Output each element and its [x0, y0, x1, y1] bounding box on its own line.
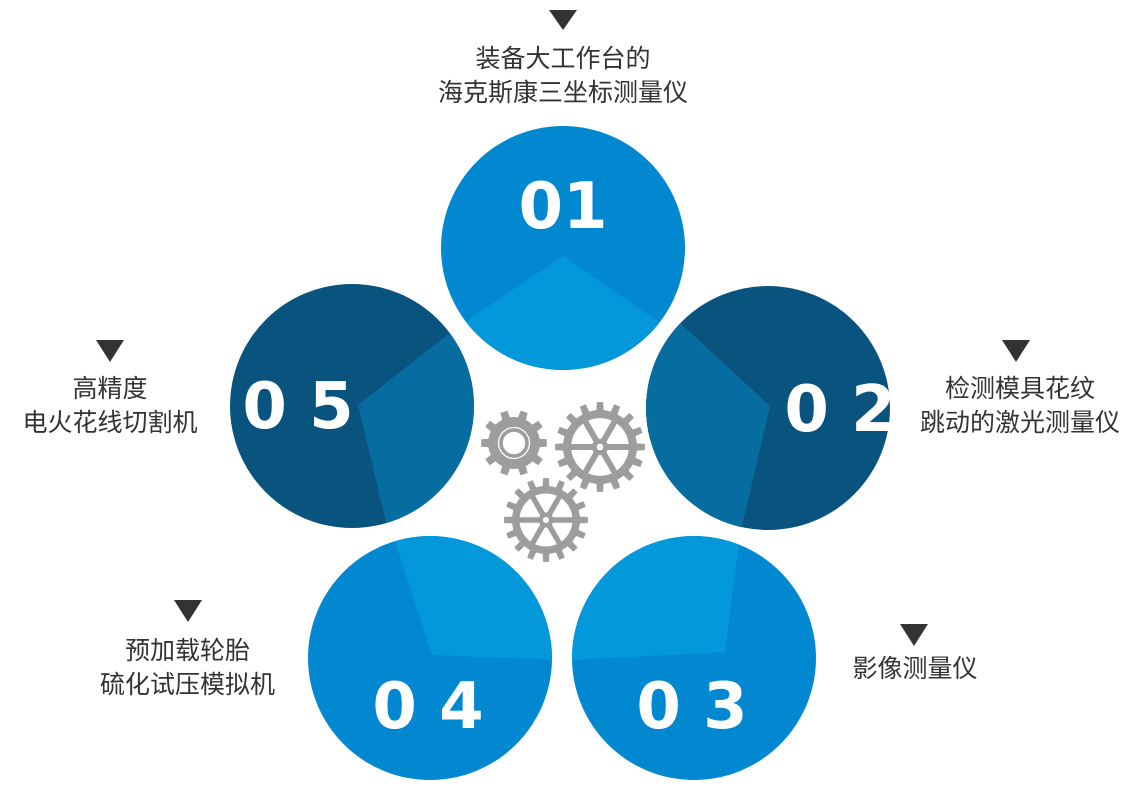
node-01: 01 — [441, 126, 685, 370]
node-03-label: 影像测量仪 — [820, 652, 1010, 686]
node-02-label-line-2: 跳动的激光测量仪 — [919, 408, 1120, 437]
node-03-label-line-1: 影像测量仪 — [852, 654, 978, 683]
node-04: 0 4 — [308, 536, 552, 780]
node-05-label: 高精度 电火花线切割机 — [10, 372, 210, 440]
triangle-down-icon — [900, 624, 928, 646]
node-01-label-line-2: 海克斯康三坐标测量仪 — [437, 78, 688, 107]
node-05-label-line-2: 电火花线切割机 — [22, 408, 198, 437]
node-02-label-line-1: 检测模具花纹 — [944, 374, 1095, 403]
node-02: 0 2 — [646, 286, 896, 530]
node-02-label: 检测模具花纹 跳动的激光测量仪 — [910, 372, 1130, 440]
node-01-number: 01 — [518, 170, 607, 244]
node-01-label-line-1: 装备大工作台的 — [475, 44, 651, 73]
node-04-number: 0 4 — [372, 670, 483, 744]
gear-axle — [542, 516, 550, 524]
triangle-down-icon — [1002, 340, 1030, 362]
gear-axle — [596, 443, 604, 451]
triangle-down-icon — [96, 340, 124, 362]
gear-icon — [555, 402, 645, 492]
node-05: 0 5 — [230, 284, 474, 528]
node-01-facet — [462, 256, 662, 370]
node-04-label-line-1: 预加载轮胎 — [124, 636, 250, 665]
gears-icon — [481, 402, 645, 562]
gear-icon — [481, 410, 547, 476]
node-03-number: 0 3 — [636, 670, 747, 744]
triangle-down-icon — [174, 600, 202, 622]
node-02-number: 0 2 — [784, 373, 895, 447]
node-05-label-line-1: 高精度 — [72, 374, 148, 403]
node-04-label-line-2: 硫化试压模拟机 — [99, 670, 275, 699]
node-05-number: 0 5 — [242, 370, 353, 444]
gear-hub — [499, 428, 529, 458]
triangle-down-icon — [549, 10, 577, 30]
node-04-label: 预加载轮胎 硫化试压模拟机 — [80, 634, 295, 702]
node-03-facet — [572, 536, 740, 660]
node-01-label: 装备大工作台的 海克斯康三坐标测量仪 — [413, 42, 713, 110]
gear-icon — [504, 478, 588, 562]
node-03: 0 3 — [572, 536, 816, 780]
